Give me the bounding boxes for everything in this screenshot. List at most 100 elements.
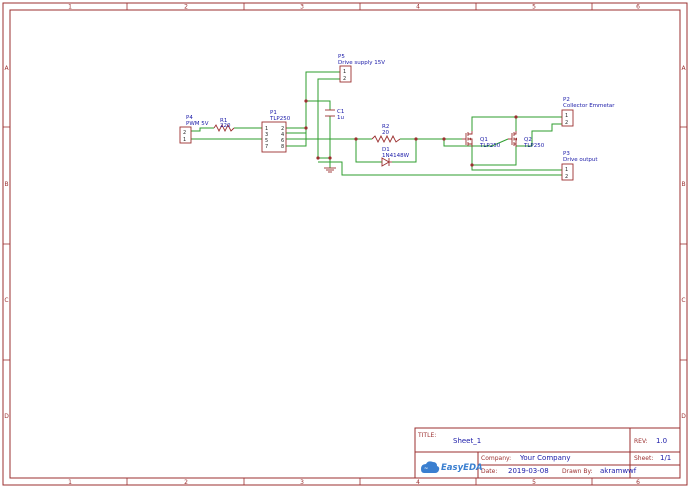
column-label: 5 [532,4,536,11]
ground-icon [324,167,336,173]
junction-dot [470,163,474,167]
pin-number: 3 [265,132,268,138]
connector-p4[interactable]: 2 1 P4 PWM 5V [179,115,209,144]
ref-label: P3 [563,151,570,157]
date-label: Date: [481,468,497,475]
column-labels-bottom: 1 2 3 4 5 6 [68,479,640,486]
title-value: Sheet_1 [453,437,481,445]
value-label: 1u [337,115,344,121]
pin-number: 2 [183,130,186,136]
value-label: 220 [220,123,231,129]
row-label: C [681,297,685,304]
rev-label: REV: [634,438,648,445]
ref-label: P2 [563,97,570,103]
junction-dot [354,137,358,141]
pin-number: 6 [281,138,284,144]
logo-text: EasyEDA [441,463,483,473]
ref-label: R1 [220,118,227,124]
diode-symbol [381,157,390,167]
row-label: B [681,181,685,188]
wire [392,138,417,163]
column-label: 6 [636,479,640,486]
value-label: 1N4148W [382,153,410,159]
connector-p2[interactable]: 1 2 P2 Collector Emmetar [561,97,615,127]
capacitor-c1[interactable]: C1 1u [325,109,344,121]
svg-text:~: ~ [424,466,428,472]
connector-body [339,65,352,83]
resistor-symbol [213,123,235,133]
row-labels-right: A B C D [681,65,686,420]
column-label: 4 [416,4,420,11]
wire [516,123,562,147]
title-block-border [414,427,681,479]
value-label: TLP250 [269,116,291,122]
junction-dot [442,137,446,141]
ref-label: P1 [270,110,277,116]
ref-label: Q1 [480,137,488,143]
column-labels-top: 1 2 3 4 5 6 [68,4,640,11]
row-ticks [3,126,687,361]
column-ticks [126,3,593,485]
sheet-frame: 1 2 3 4 5 6 1 2 3 4 5 6 A B C D A B C D [2,2,688,486]
company-value: Your Company [519,454,570,462]
wire [355,139,382,163]
connector-p3[interactable]: 1 2 P3 Drive output [561,151,598,181]
wire [317,78,340,159]
value-label: TLP250 [479,143,501,149]
pin-number: 7 [265,144,268,150]
ref-label: P4 [186,115,193,121]
connector-p5[interactable]: 1 2 P5 Drive supply 15V [338,54,385,83]
date-value: 2019-03-08 [508,467,549,475]
row-label: C [4,297,8,304]
ref-label: R2 [382,124,389,130]
ref-label: D1 [382,147,390,153]
pin-number: 2 [565,174,568,180]
sheet-label: Sheet: [634,455,653,462]
row-label: B [4,181,8,188]
ref-label: P5 [338,54,345,60]
resistor-r1[interactable]: R1 220 [213,118,235,133]
wire [471,116,562,131]
row-label: A [681,65,686,72]
title-block: TITLE: Sheet_1 REV: 1.0 Company: Your Co… [414,427,681,479]
row-label: A [4,65,9,72]
value-label: Collector Emmetar [563,103,615,109]
value-label: TLP250 [523,143,545,149]
diode-d1[interactable]: D1 1N4148W [381,147,410,167]
value-label: 20 [382,130,389,136]
title-label: TITLE: [417,432,436,439]
pin-number: 1 [565,113,568,119]
row-label: D [681,413,686,420]
row-label: D [4,413,9,420]
junction-dot [304,99,308,103]
connector-body [179,126,192,144]
column-label: 6 [636,4,640,11]
junction-dot [304,126,308,130]
pin-number: 1 [183,137,186,143]
column-label: 3 [300,4,304,11]
pin-number: 1 [343,69,346,75]
transistor-q1[interactable]: Q1 TLP250 [462,131,501,149]
pin-number: 2 [343,76,346,82]
ic-body [261,121,287,153]
resistor-r2[interactable]: R2 20 [371,124,401,144]
column-label: 1 [68,4,72,11]
ic-p1[interactable]: P1 TLP250 1 3 5 7 2 4 6 8 [261,110,291,153]
column-label: 4 [416,479,420,486]
ref-label: Q2 [524,137,532,143]
pin-number: 2 [281,126,284,132]
value-label: Drive supply 15V [338,60,385,66]
junction-dot [328,156,332,160]
column-label: 5 [532,479,536,486]
pin-number: 1 [265,126,268,132]
wire [318,161,562,176]
pin-number: 4 [281,132,284,138]
transistor-q2[interactable]: Q2 TLP250 [508,131,545,149]
drawn-value: akramwwf [600,467,637,475]
junction-dot [414,137,418,141]
pin-number: 8 [281,144,284,150]
value-label: PWM 5V [186,121,209,127]
drawn-label: Drawn By: [562,468,593,475]
